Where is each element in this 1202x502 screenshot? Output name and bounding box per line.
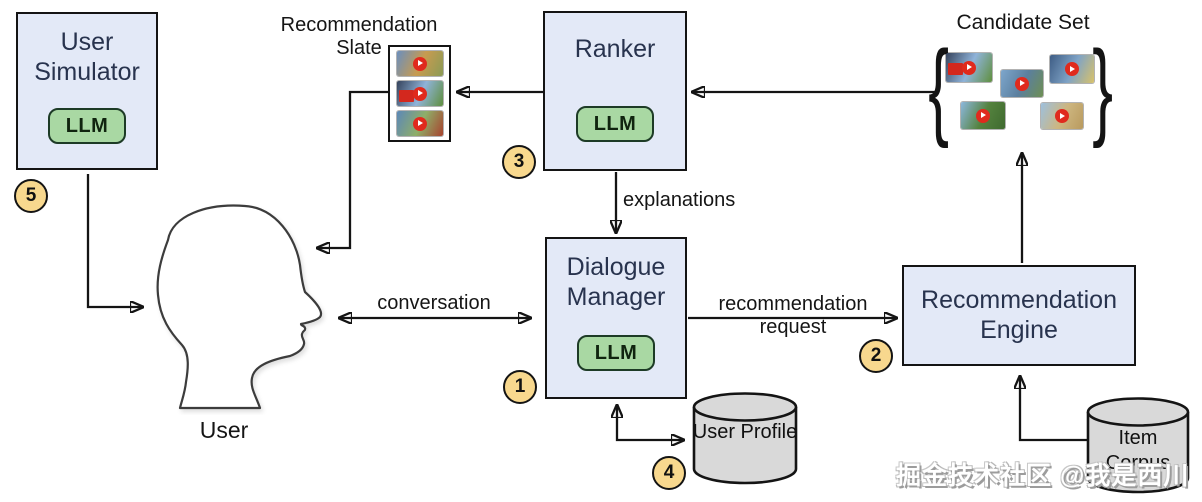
video-thumbnail [396,81,443,106]
video-thumbnail [946,53,992,82]
recommendation-request-edge-label: recommendation request [718,293,868,339]
play-icon [1065,62,1079,76]
play-icon [1055,109,1069,123]
candidate-set-left-brace: { [928,28,950,150]
user-label: User [199,417,249,443]
conversation-edge-label: conversation [377,292,491,314]
llm-badge: LLM [48,108,126,144]
llm-badge: LLM [576,106,654,142]
recommendation-slate-box [388,45,451,142]
candidate-set-label: Candidate Set [956,11,1090,34]
play-icon [962,60,976,75]
user-simulator-title: User Simulator [34,28,140,86]
user-profile-database-icon [692,392,798,485]
user-profile-label: User Profile [692,421,798,443]
video-thumbnail [1001,70,1043,97]
video-thumbnail [961,102,1005,129]
play-icon [976,108,990,123]
thumbnail-title-badge [398,89,414,102]
recommendation-slate-label: Recommendation Slate [280,14,438,60]
dialogue-manager-title: Dialogue Manager [566,253,666,311]
play-icon [1015,76,1029,91]
video-thumbnail [396,111,443,136]
ranker-box: Ranker LLM [543,11,687,171]
item-corpus-label: Item Corpus [1105,427,1171,474]
play-icon [412,56,427,71]
candidate-set-thumbnails [938,40,1104,144]
recommendation-engine-title: Recommendation Engine [921,286,1117,344]
dialogue-manager-box: Dialogue Manager LLM [545,237,687,399]
edge-item-corpus-to-engine [1020,376,1087,442]
explanations-edge-label: explanations [623,189,736,211]
play-icon [412,86,427,101]
step-badge-3: 3 [502,145,536,179]
video-thumbnail [1041,103,1083,129]
llm-badge: LLM [577,335,655,371]
step-badge-2: 2 [859,339,893,373]
watermark-text: 掘金技术社区 @我是西川 [896,462,1190,490]
step-badge-4: 4 [652,456,686,490]
edge-simulator-to-user [86,174,143,307]
video-thumbnail [1050,55,1094,83]
video-thumbnail [396,51,443,76]
thumbnail-title-badge [948,62,963,75]
play-icon [412,116,427,131]
step-badge-1: 1 [503,370,537,404]
candidate-set-right-brace: } [1092,28,1114,150]
edge-dialogue-manager-user-profile [617,405,684,440]
user-head-silhouette [156,204,323,410]
ranker-title: Ranker [574,35,656,63]
user-simulator-box: User Simulator LLM [16,12,158,170]
item-corpus-database-icon [1086,397,1190,494]
recommendation-engine-box: Recommendation Engine [902,265,1136,366]
step-badge-5: 5 [14,179,48,213]
